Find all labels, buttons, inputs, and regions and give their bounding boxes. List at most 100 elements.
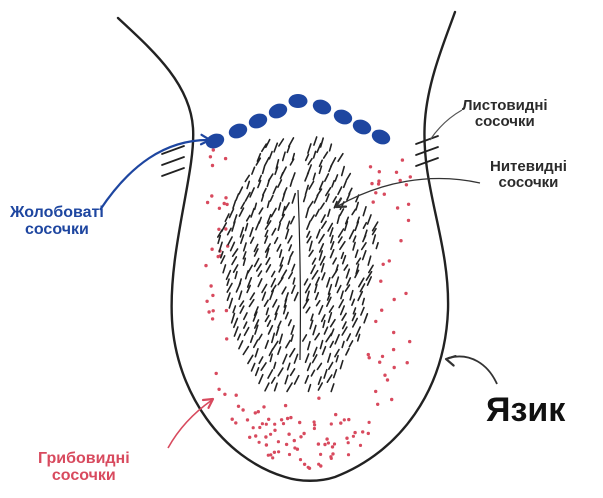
fungiform-dot [209, 155, 212, 158]
fungiform-dot [299, 458, 302, 461]
filiform-dash [373, 235, 375, 244]
filiform-dash [265, 316, 269, 322]
filiform-dash [339, 300, 343, 308]
vallate-papillae-label: Жолобоваті сосочки [10, 205, 104, 239]
filiform-dash [314, 195, 317, 203]
filiform-dash [352, 209, 355, 214]
filiform-dash [306, 154, 309, 160]
fungiform-dot [285, 443, 288, 446]
filiform-dash [308, 385, 310, 392]
filiform-dash [311, 370, 314, 376]
filiform-dash [347, 334, 350, 341]
fungiform-dot [303, 463, 306, 466]
fungiform-dot [212, 148, 215, 151]
fungiform-dot [313, 423, 316, 426]
filiform-dash [251, 336, 253, 343]
filiform-dash [293, 278, 295, 284]
filiform-dash [329, 166, 331, 172]
filiform-dash [248, 355, 253, 363]
fungiform-dot [258, 426, 261, 429]
filiform-dash [285, 203, 289, 210]
fungiform-dot [231, 418, 234, 421]
filiform-dash [336, 277, 339, 286]
filiform-dash [245, 175, 249, 181]
fungiform-dot [319, 453, 322, 456]
fungiform-dot [370, 182, 373, 185]
vallate-papillae [204, 94, 393, 151]
filiform-dash [308, 363, 311, 370]
tongue-outline [118, 12, 455, 481]
filiform-dash [262, 292, 265, 300]
filiform-dash [314, 151, 316, 158]
filiform-dash [251, 209, 254, 217]
filiform-dash [307, 221, 310, 229]
filiform-dash [289, 138, 294, 147]
filiform-dash [368, 256, 371, 265]
filiform-dash [305, 173, 308, 181]
filiform-dash [279, 203, 281, 210]
fungiform-papillae-label: Грибовидні сосочки [38, 451, 130, 485]
filiform-dash [315, 285, 317, 293]
filiform-dash [246, 224, 248, 231]
filiform-dash [343, 256, 346, 264]
filiform-dash [236, 194, 238, 200]
filiform-dash [280, 250, 282, 257]
filiform-dash [330, 144, 332, 151]
filiform-dash [259, 357, 263, 363]
filiform-dash [311, 314, 313, 320]
filiform-dash [303, 335, 307, 341]
filiform-dash [346, 269, 349, 278]
fungiform-dot [393, 298, 396, 301]
filiform-dash [304, 195, 306, 201]
fungiform-dot [369, 165, 372, 168]
filiform-dash [357, 258, 361, 264]
filiform-dash [307, 232, 310, 238]
filiform-dash [335, 335, 339, 344]
filiform-dash [335, 175, 337, 181]
fungiform-dot [378, 361, 381, 364]
fungiform-dot [280, 418, 283, 421]
filiform-dash [223, 265, 225, 273]
fungiform-dot [317, 463, 320, 466]
filiform-dash [313, 173, 315, 179]
filiform-dash [294, 354, 297, 363]
filiform-dash [312, 271, 317, 279]
vallate-papilla [289, 94, 308, 108]
fungiform-dot [289, 416, 292, 419]
fungiform-dot [224, 227, 227, 230]
foliate-papillae-label: Листовидні сосочки [462, 98, 548, 130]
fungiform-dot [282, 422, 285, 425]
fungiform-dot [376, 403, 379, 406]
vallate-papilla [332, 107, 355, 127]
fungiform-arrow-line [168, 400, 212, 448]
filiform-dash [233, 201, 236, 209]
filiform-dash [257, 264, 261, 271]
filiform-dash [292, 194, 295, 203]
fungiform-dot [368, 421, 371, 424]
filiform-dash [269, 326, 273, 334]
fungiform-dot [246, 418, 249, 421]
filiform-dash [333, 258, 336, 264]
filiform-dash [306, 354, 309, 362]
filiform-dash [349, 341, 352, 347]
filiform-dash [247, 215, 250, 220]
filiform-dash [288, 363, 290, 370]
filiform-dash [338, 154, 343, 162]
filiform-dash [259, 208, 263, 214]
filiform-dash [278, 347, 281, 354]
filiform-dash [291, 369, 295, 376]
filiform-dash [346, 285, 350, 291]
fungiform-dot [235, 394, 238, 397]
filiform-dash [360, 284, 364, 292]
foliate-label-line1: Листовидні [462, 98, 548, 114]
filiform-dash [236, 283, 240, 292]
fungiform-dot [367, 432, 370, 435]
filiform-dash [330, 342, 333, 348]
fungiform-dot [331, 445, 334, 448]
fungiform-dot [264, 435, 267, 438]
filiform-dash [289, 320, 292, 326]
fungiform-dot [224, 196, 227, 199]
vallate-papilla [351, 117, 374, 137]
filiform-dash [252, 167, 255, 174]
filiform-dash [235, 272, 237, 279]
